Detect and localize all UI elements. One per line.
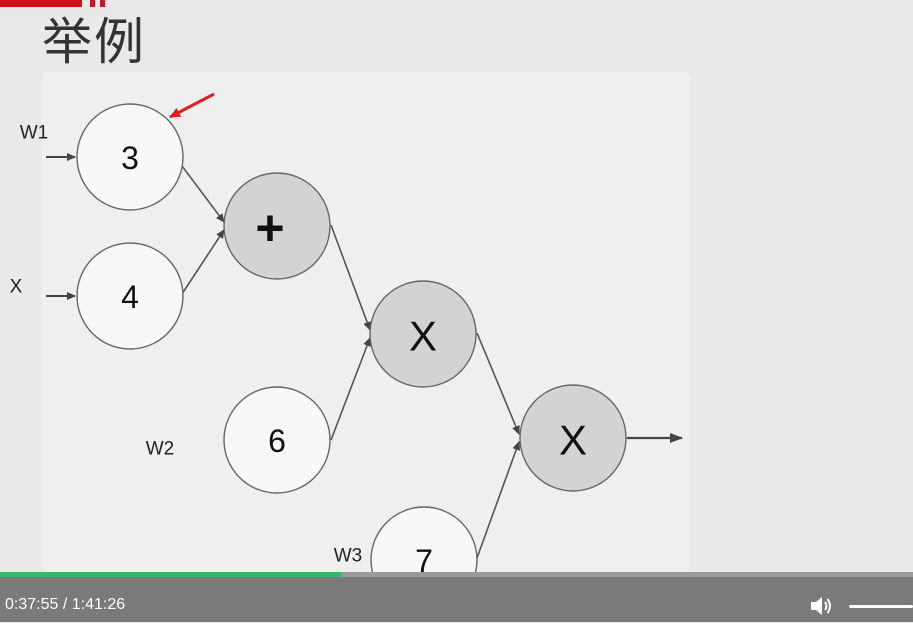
node-add-operator: +	[255, 200, 284, 256]
current-time: 0:37:55	[5, 596, 59, 613]
node-w1	[76, 103, 184, 211]
time-display: 0:37:55 / 1:41:26	[5, 596, 125, 614]
node-mul-2	[519, 384, 627, 492]
volume-button[interactable]	[809, 594, 835, 618]
edge-x-to-add	[181, 229, 225, 295]
label-w1: W1	[20, 123, 49, 144]
node-w1-value: 3	[121, 140, 139, 176]
volume-slider[interactable]	[849, 605, 913, 608]
node-x-value: 4	[121, 279, 139, 315]
label-x: X	[10, 277, 23, 298]
progress-bar[interactable]	[0, 572, 913, 577]
annotation-arrow	[169, 92, 215, 119]
edge-w2-to-mul1	[330, 337, 371, 441]
slide: 举例	[0, 0, 683, 572]
node-x	[76, 242, 184, 350]
node-w2	[223, 386, 331, 494]
volume-level	[849, 605, 913, 608]
edge-add-to-mul1	[330, 224, 371, 331]
progress-bar-played	[0, 572, 342, 577]
red-header-mark	[90, 0, 95, 7]
label-w3: W3	[334, 546, 363, 567]
red-header-mark	[100, 0, 105, 7]
speaker-icon	[811, 597, 831, 615]
duration: 1:41:26	[71, 596, 126, 613]
node-w3-value: 7	[415, 543, 433, 572]
node-mul-2-operator: X	[559, 417, 587, 464]
node-w3	[370, 506, 478, 572]
node-w2-value: 6	[268, 423, 286, 459]
computation-graph: 3 4 6 7 + X X W1 X W2 W3	[10, 92, 683, 572]
label-w2: W2	[146, 439, 175, 460]
node-mul-1-operator: X	[409, 313, 437, 360]
slide-title: 举例	[42, 13, 146, 71]
edge-w1-to-add	[181, 165, 225, 223]
time-separator: /	[62, 596, 68, 613]
node-add	[223, 172, 331, 280]
edge-w3-to-mul2	[476, 441, 521, 559]
node-mul-1	[369, 280, 477, 388]
edge-mul1-to-mul2	[476, 332, 520, 435]
red-header-strip	[0, 0, 82, 7]
player-control-bar: 0:37:55 / 1:41:26	[0, 577, 913, 622]
